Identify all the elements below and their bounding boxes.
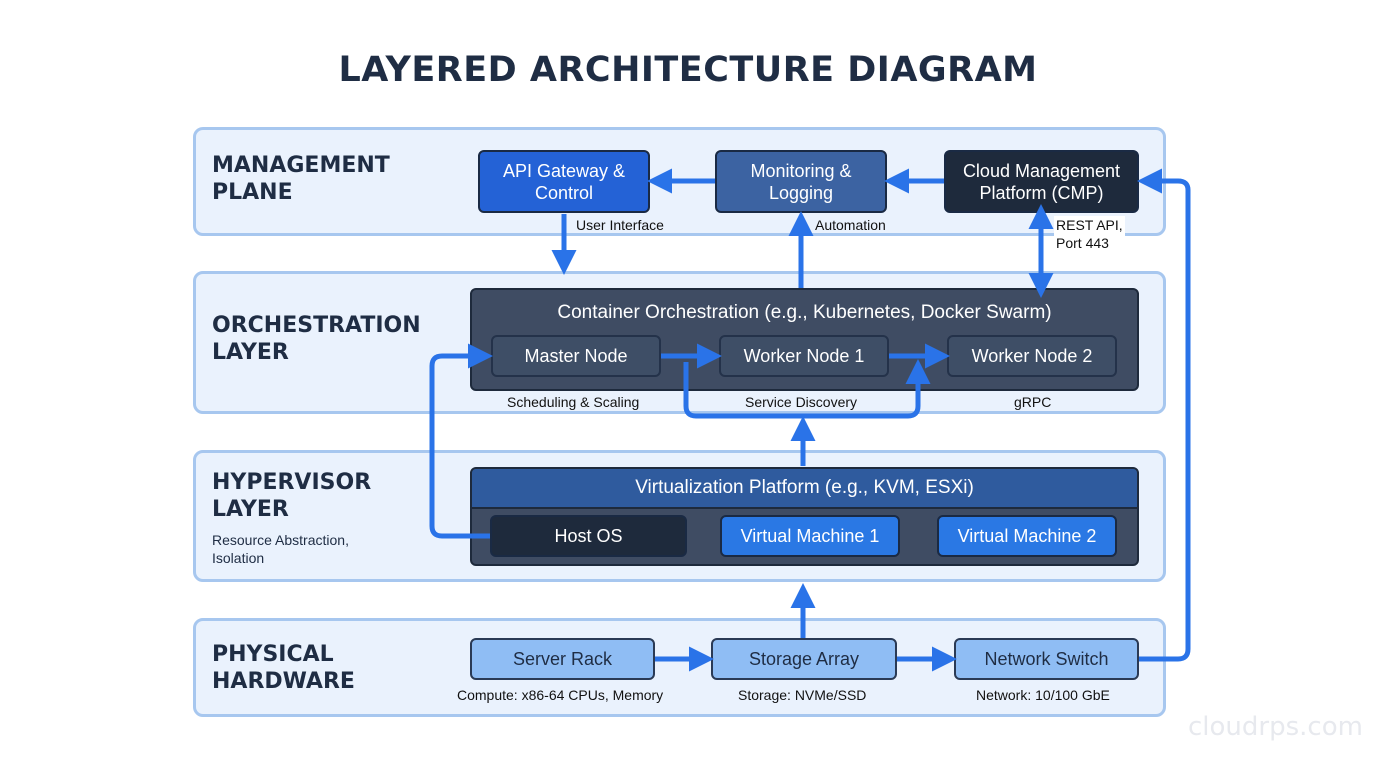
diagram-title: LAYERED ARCHITECTURE DIAGRAM: [338, 50, 1038, 90]
virtual-machine-1-box[interactable]: Virtual Machine 1: [720, 515, 900, 557]
host-os-box[interactable]: Host OS: [490, 515, 687, 557]
server-rack-box[interactable]: Server Rack: [470, 638, 655, 680]
arrow-switch-to-cmp: [1137, 168, 1191, 662]
virtualization-platform-title: Virtualization Platform (e.g., KVM, ESXi…: [635, 477, 974, 498]
hypervisor-layer-subtitle: Resource Abstraction, Isolation: [212, 532, 349, 566]
hypervisor-layer-title: HYPERVISOR LAYER: [212, 470, 372, 522]
label-grpc: gRPC: [1014, 394, 1052, 410]
storage-array-box[interactable]: Storage Array: [711, 638, 897, 680]
virtual-machine-2-box[interactable]: Virtual Machine 2: [937, 515, 1117, 557]
label-scheduling-scaling: Scheduling & Scaling: [507, 394, 640, 410]
worker-node-2-box[interactable]: Worker Node 2: [947, 335, 1117, 377]
physical-hardware-title: PHYSICAL HARDWARE: [212, 642, 355, 694]
virtualization-platform-header: [472, 469, 1137, 509]
label-compute: Compute: x86-64 CPUs, Memory: [457, 687, 664, 703]
label-automation: Automation: [815, 217, 886, 233]
network-switch-box[interactable]: Network Switch: [954, 638, 1139, 680]
label-network: Network: 10/100 GbE: [976, 687, 1110, 703]
label-user-interface: User Interface: [576, 217, 664, 233]
management-plane-title: MANAGEMENT PLANE: [212, 153, 390, 205]
orchestration-layer-title: ORCHESTRATION LAYER: [212, 313, 421, 365]
worker-node-1-box[interactable]: Worker Node 1: [719, 335, 889, 377]
label-service-discovery: Service Discovery: [745, 394, 858, 410]
api-gateway-box[interactable]: API Gateway &Control: [478, 150, 650, 213]
container-orchestration-title: Container Orchestration (e.g., Kubernete…: [557, 302, 1052, 323]
watermark: cloudrps.com: [1188, 712, 1363, 742]
master-node-box[interactable]: Master Node: [491, 335, 661, 377]
label-rest-api: REST API, Port 443: [1054, 216, 1125, 252]
label-storage: Storage: NVMe/SSD: [738, 687, 867, 703]
monitoring-logging-box[interactable]: Monitoring &Logging: [715, 150, 887, 213]
